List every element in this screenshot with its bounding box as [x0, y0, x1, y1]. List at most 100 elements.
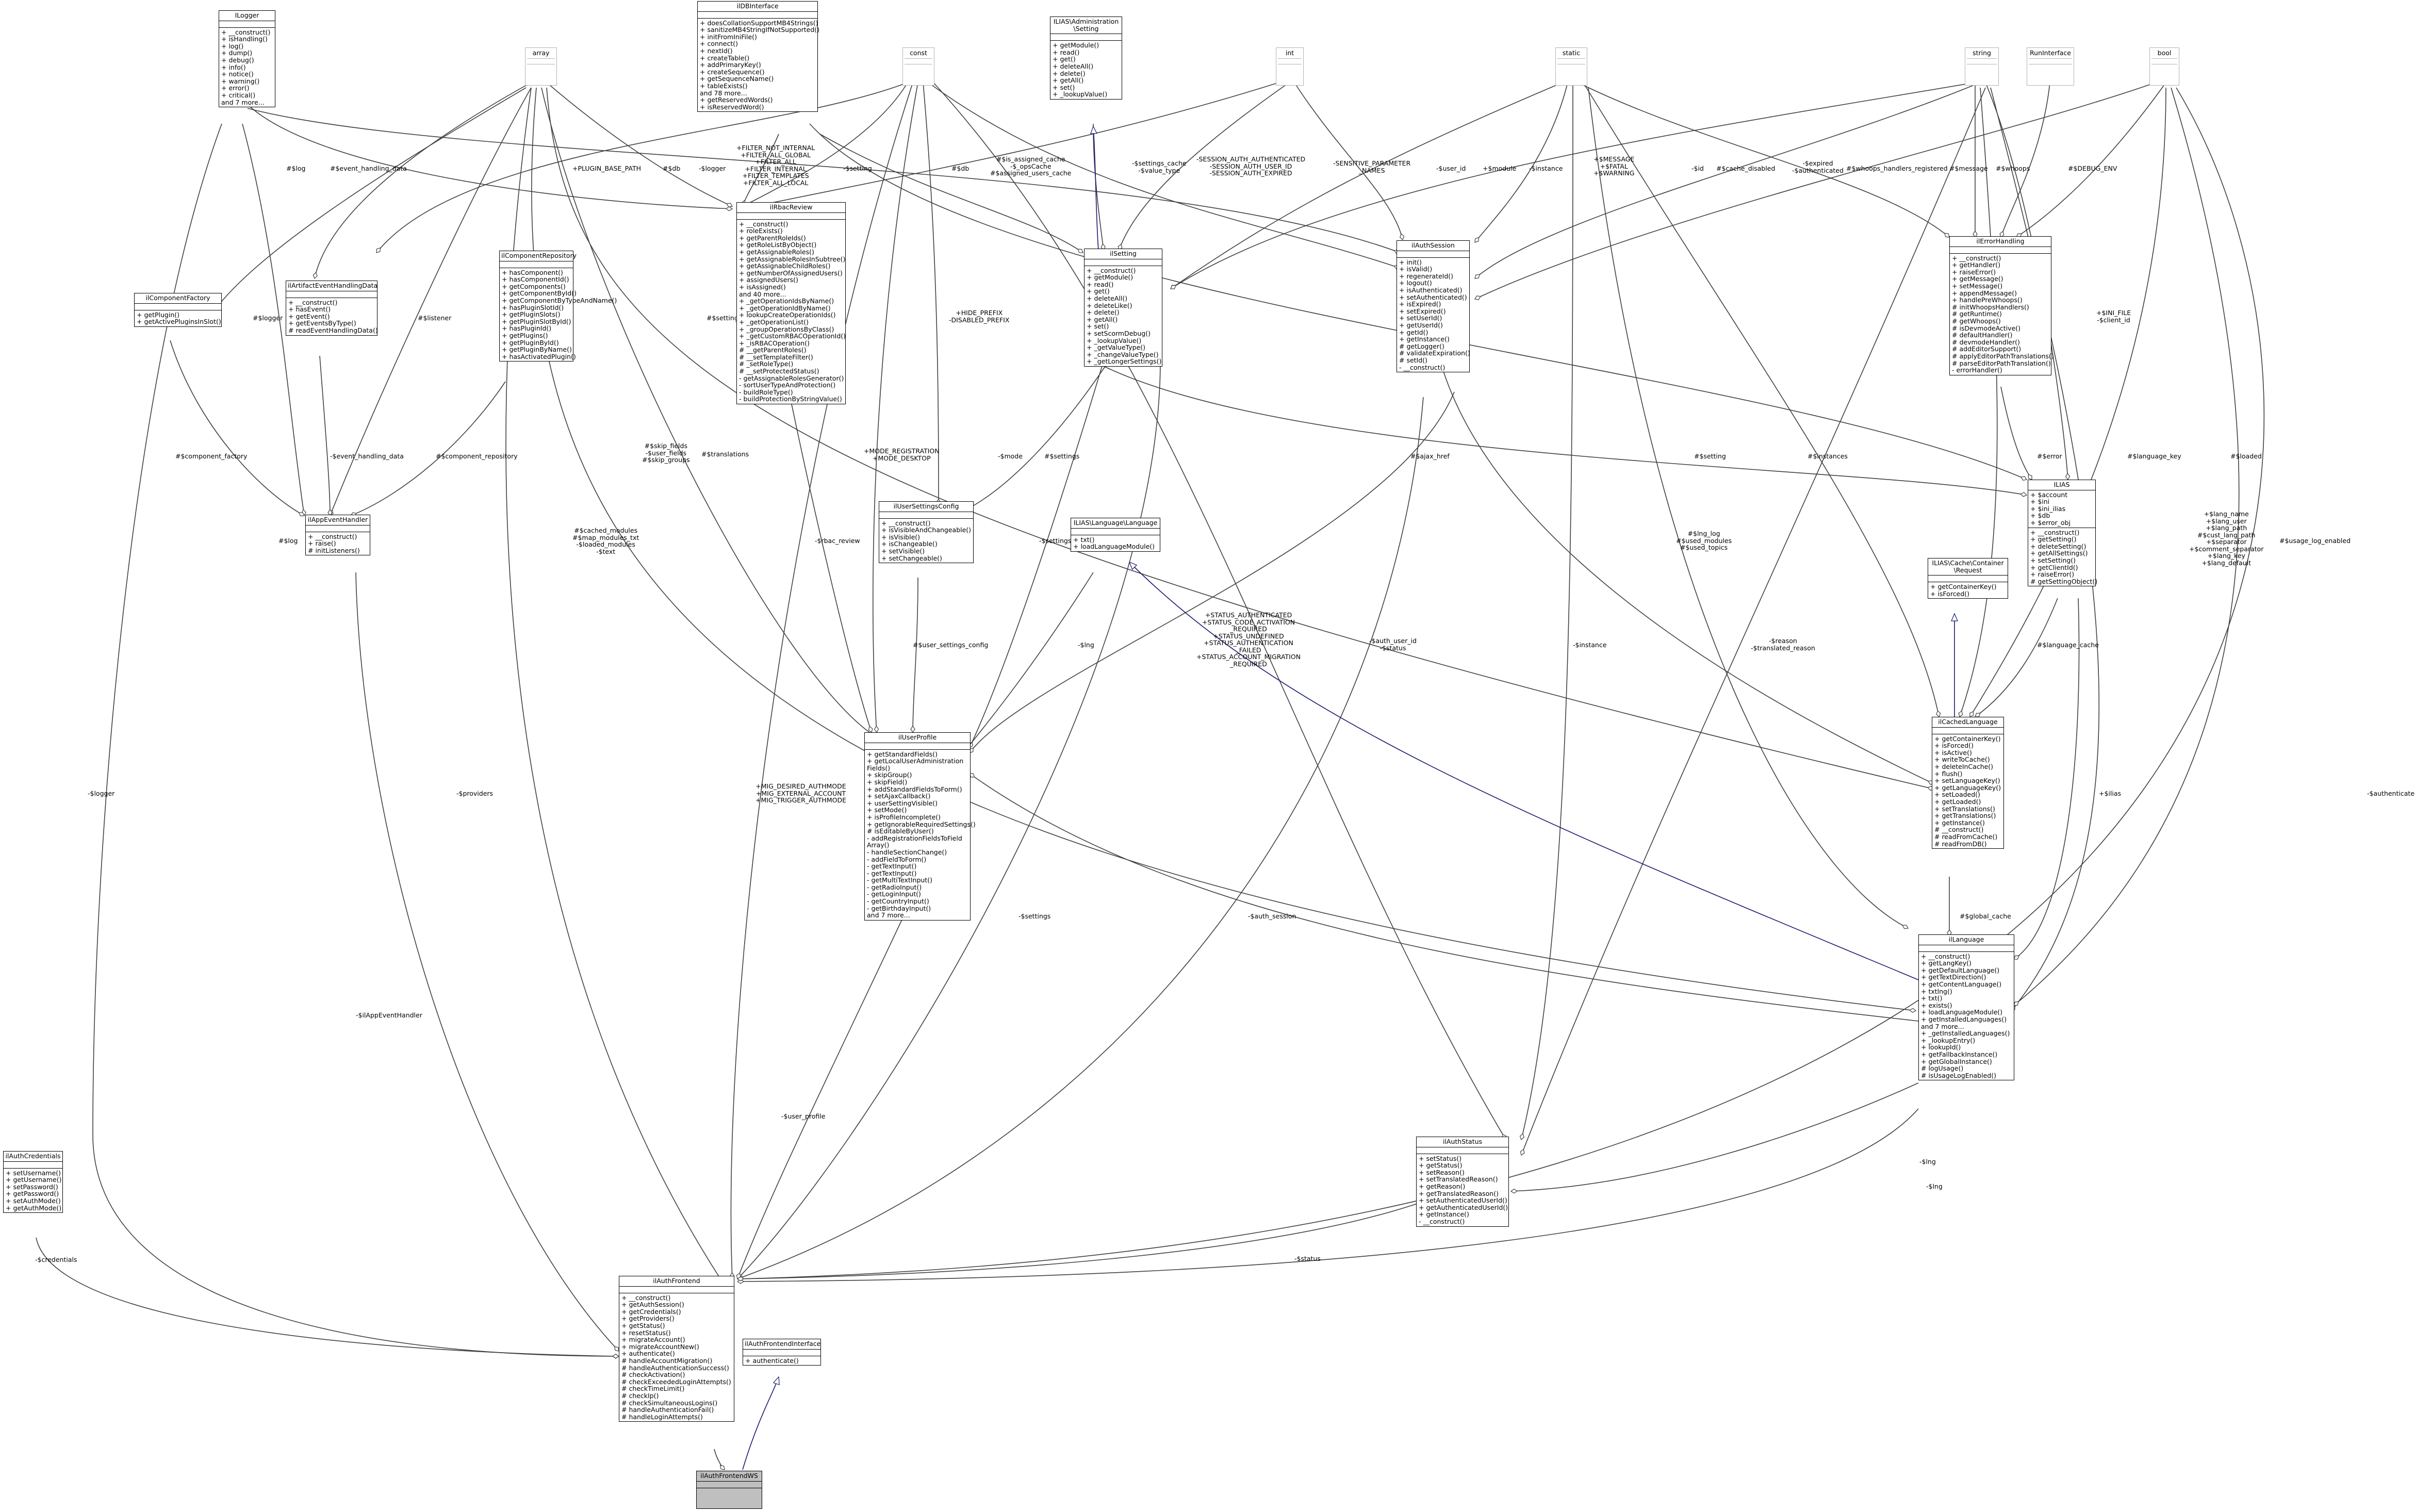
- class-ilogger-methods: + __construct()+ isHandling()+ log()+ du…: [219, 28, 275, 107]
- edge-label-instances: #$instances: [1808, 452, 1848, 460]
- method: + getPluginByName(): [502, 346, 572, 354]
- edge-logger-to-appevent: [242, 123, 304, 516]
- class-ilcomponentrepository[interactable]: ilComponentRepository+ hasComponent()+ h…: [499, 251, 617, 362]
- method: + getTextDirection(): [1921, 973, 1986, 981]
- method: + setMessage(): [1952, 282, 2003, 290]
- method: + migrateAccount(): [621, 1336, 685, 1344]
- class-ilrbacreview-attributes: [737, 213, 845, 220]
- edge-bool-to-authsession: [1475, 82, 2156, 299]
- edge-string-to-cachedlanguage: [1960, 87, 1998, 717]
- method: + _getValueType(): [1087, 343, 1146, 352]
- method: + txt(): [1073, 535, 1095, 544]
- edge-ws-implements: [742, 1377, 779, 1470]
- method: - getCountryInput(): [867, 897, 929, 906]
- method: + lookupCreateOperationIds(): [739, 311, 836, 319]
- class-ilauthfrontend-attributes: [619, 1287, 734, 1293]
- class-ilauthstatus[interactable]: ilAuthStatus+ setStatus()+ getStatus()+ …: [1416, 1137, 1509, 1227]
- method: + hasActivatedPlugin(): [502, 352, 576, 360]
- edge-setting-to-usersettings: [964, 360, 1109, 511]
- method: + skipGroup(): [867, 771, 912, 779]
- edge-language-to-authstatus: [1511, 1082, 1919, 1191]
- edge-bool-to-language: [2014, 87, 2240, 1006]
- class-iluserprofile[interactable]: ilUserProfile+ getStandardFields()+ getL…: [864, 732, 976, 921]
- edge-rbac-cache-to-userprofile: [970, 391, 1455, 753]
- method: + _getOperationList(): [739, 318, 809, 326]
- class-ilcomponentfactory[interactable]: ilComponentFactory+ getPlugin()+ getActi…: [134, 293, 222, 327]
- method: + getDefaultLanguage(): [1921, 966, 2000, 974]
- class-ilusersettingsconfig[interactable]: ilUserSettingsConfig+ __construct()+ isV…: [879, 501, 974, 564]
- method: + __construct(): [221, 28, 271, 36]
- class-ilsetting[interactable]: ilSetting+ __construct()+ getModule()+ r…: [1084, 249, 1162, 367]
- edge-label-settings2: -$settings: [1039, 537, 1072, 545]
- method: + getReason(): [1419, 1182, 1466, 1190]
- method: # getWhoops(): [1952, 317, 2001, 325]
- method: + critical(): [221, 91, 256, 99]
- method: + nextId(): [700, 46, 733, 55]
- class-ilartifacteventhandlingdata[interactable]: ilArtifactEventHandlingData+ __construct…: [286, 281, 378, 336]
- method: + _getLongerSettings(): [1087, 357, 1162, 366]
- method: # __construct(): [1934, 826, 1984, 834]
- method: + initFromIniFile(): [700, 32, 757, 41]
- class-ilias-cache-container-request[interactable]: ILIAS\Cache\Container \Request+ getConta…: [1928, 558, 2008, 599]
- edge-const-to-userprofile: [873, 82, 918, 732]
- class-ilauthfrontendinterface[interactable]: ilAuthFrontendInterface+ authenticate(): [743, 1339, 821, 1366]
- edge-ilias-to-language: [2014, 598, 2080, 959]
- edge-label-rbac-review: -$rbac_review: [815, 537, 860, 545]
- method: + getCredentials(): [621, 1307, 681, 1316]
- class-illanguage[interactable]: ilLanguage+ __construct()+ getLangKey()+…: [1918, 934, 2014, 1081]
- method: + setVisible(): [881, 547, 925, 555]
- edge-appevent-to-authfrontend: [355, 572, 619, 1351]
- method: # logUsage(): [1921, 1064, 1964, 1073]
- method: - getMultiTextInput(): [867, 876, 932, 884]
- class-ilias-language-language[interactable]: ILIAS\Language\Language+ txt()+ loadLang…: [1071, 518, 1160, 552]
- class-ilogger[interactable]: ILogger+ __construct()+ isHandling()+ lo…: [219, 10, 275, 108]
- method: + __construct(): [1087, 266, 1136, 274]
- edge-label-id: -$id: [1691, 165, 1704, 172]
- class-ildbinterface[interactable]: ilDBInterface+ doesCollationSupportMB4St…: [697, 1, 819, 112]
- class-ilrbacreview[interactable]: ilRbacReview+ __construct()+ roleExists(…: [736, 202, 846, 405]
- method: # getSettingObject(): [2030, 577, 2098, 585]
- method: # readEventHandlingData(): [288, 326, 378, 334]
- method: + getAssignableRolesInSubtree(): [739, 255, 846, 263]
- class-ilias-administration-setting[interactable]: ILIAS\Administration \Setting+ getModule…: [1050, 17, 1122, 100]
- edge-label-event-handling-data: #$event_handling_data: [330, 165, 407, 172]
- class-ilcomponentfactory-attributes: [135, 304, 221, 310]
- method: + userSettingVisible(): [867, 799, 938, 807]
- method: + isValid(): [1399, 265, 1433, 273]
- method: + getAll(): [1053, 76, 1084, 85]
- method: + _lookupValue(): [1087, 336, 1142, 344]
- class-ilauthfrontendws[interactable]: ilAuthFrontendWS: [696, 1471, 762, 1509]
- method: + setUsername(): [6, 1169, 61, 1177]
- edge-label-listener: #$listener: [418, 314, 452, 322]
- class-ilauthfrontendinterface-attributes: [743, 1350, 820, 1356]
- method: + getLanguageKey(): [1934, 783, 2001, 792]
- edge-array-to-appevent: [330, 87, 532, 516]
- class-ilias[interactable]: ILIAS+ $account+ $ini+ $ini_ilias+ $db+ …: [2028, 480, 2098, 587]
- class-ilauthfrontend[interactable]: ilAuthFrontend+ __construct()+ getAuthSe…: [619, 1276, 734, 1422]
- class-ilauthsession-title: ilAuthSession: [1397, 241, 1469, 251]
- class-ilcachedlanguage-methods: + getContainerKey()+ isForced()+ isActiv…: [1932, 734, 2003, 849]
- edge-label-caches: #$is_assigned_cache -$_opsCache #$assign…: [990, 155, 1072, 177]
- class-iluserprofile-methods: + getStandardFields()+ getLocalUserAdmin…: [865, 750, 976, 920]
- type-bool-label: bool: [2151, 49, 2177, 59]
- class-ilerrorhandling[interactable]: ilErrorHandling+ __construct()+ getHandl…: [1949, 236, 2054, 375]
- class-ilcachedlanguage[interactable]: ilCachedLanguage+ getContainerKey()+ isF…: [1932, 717, 2004, 849]
- attribute: + $db: [2030, 512, 2050, 520]
- method: + _lookupEntry(): [1921, 1036, 1976, 1044]
- method: + info(): [221, 63, 246, 71]
- class-ilcomponentfactory-title: ilComponentFactory: [135, 293, 221, 304]
- method: + log(): [221, 42, 244, 50]
- class-ilauthsession[interactable]: ilAuthSession+ init()+ isValid()+ regene…: [1397, 240, 1470, 373]
- class-ilappeventhandler[interactable]: ilAppEventHandler+ __construct()+ raise(…: [305, 515, 370, 556]
- method: + _groupOperationsByClass(): [739, 325, 834, 333]
- method: - getBirthdayInput(): [867, 904, 931, 912]
- method: + isForced(): [1934, 742, 1974, 750]
- class-ilcomponentrepository-title: ilComponentRepository: [500, 251, 577, 261]
- class-ilias-administration-setting-title: ILIAS\Administration \Setting: [1050, 17, 1122, 35]
- edge-label-user-profile: -$user_profile: [781, 1112, 826, 1120]
- class-ilsetting-title: ilSetting: [1085, 249, 1162, 259]
- edge-db-to-setting: [819, 134, 1083, 253]
- method: + regenerateId(): [1399, 272, 1454, 280]
- class-ilauthcredentials[interactable]: ilAuthCredentials+ setUsername()+ getUse…: [3, 1151, 63, 1213]
